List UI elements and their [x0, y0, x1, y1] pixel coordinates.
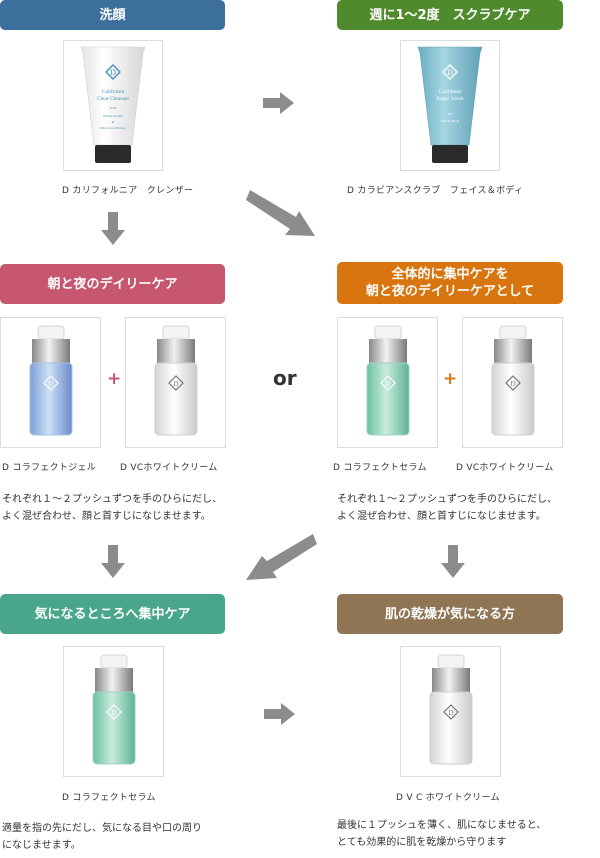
header-scrub: 週に1〜2度 スクラブケア	[337, 0, 563, 30]
vc-cream-2-logo-letter: D	[510, 380, 515, 388]
plus-icon-orange: +	[443, 369, 457, 389]
header-spot-label: 気になるところへ集中ケア	[34, 606, 190, 623]
scrub-logo-letter: D	[447, 68, 453, 77]
header-wash-label: 洗顔	[99, 7, 125, 24]
cleanser-caption: D カリフォルニア クレンザー	[62, 183, 193, 196]
header-focus-line1: 全体的に集中ケアを	[366, 266, 534, 283]
serum-caption: D コラフェクトセラム	[333, 460, 427, 473]
header-scrub-label: 週に1〜2度 スクラブケア	[369, 7, 530, 24]
gel-image: D	[0, 317, 101, 448]
header-dry: 肌の乾燥が気になる方	[337, 594, 563, 634]
cleanser-label-3: With	[110, 106, 117, 110]
serum-caption-2: D コラフェクトセラム	[62, 790, 156, 803]
dry-instructions-line1: 最後に１プッシュを薄く、肌になじませると、	[337, 817, 546, 834]
arrow-diagonal-down-left-icon	[246, 534, 318, 582]
cleanser-label-1: California	[102, 88, 125, 95]
header-daily-label: 朝と夜のデイリーケア	[47, 276, 177, 293]
header-focus-text: 全体的に集中ケアを 朝と夜のデイリーケアとして	[366, 266, 534, 300]
scrub-caption: D カラビアンスクラブ フェイス＆ボディ	[347, 183, 523, 196]
header-focus: 全体的に集中ケアを 朝と夜のデイリーケアとして	[337, 262, 563, 304]
serum-logo-letter: D	[385, 380, 390, 388]
arrow-down-icon-3	[440, 545, 466, 579]
scrub-image: D Caribbean Sugar Scrub For Face & Body	[400, 40, 500, 171]
dry-instructions: 最後に１プッシュを薄く、肌になじませると、 とても効果的に肌を乾燥から守ります	[337, 817, 546, 851]
cleanser-label-4: Whole Protein	[103, 114, 124, 118]
vc-cream-caption-2: D VCホワイトクリーム	[456, 460, 554, 473]
scrub-label-3: For	[448, 112, 454, 116]
or-label: or	[273, 366, 297, 390]
arrow-right-icon-2	[264, 703, 296, 725]
arrow-down-icon-2	[100, 545, 126, 579]
header-focus-line2: 朝と夜のデイリーケアとして	[366, 283, 534, 300]
header-daily: 朝と夜のデイリーケア	[0, 264, 225, 304]
vc-cream-image: D	[125, 317, 226, 448]
vc-cream-caption-3: D V C ホワイトクリーム	[396, 790, 500, 803]
daily-instructions: それぞれ１〜２プッシュずつを手のひらにだし、 よく混ぜ合わせ、顔と首すじになじま…	[2, 491, 222, 525]
focus-instructions-line2: よく混ぜ合わせ、顔と首すじになじませます。	[337, 508, 557, 525]
focus-instructions: それぞれ１〜２プッシュずつを手のひらにだし、 よく混ぜ合わせ、顔と首すじになじま…	[337, 491, 557, 525]
header-wash: 洗顔	[0, 0, 225, 30]
vc-cream-3-logo-letter: D	[448, 709, 453, 717]
daily-instructions-line1: それぞれ１〜２プッシュずつを手のひらにだし、	[2, 491, 222, 508]
serum-image: D	[337, 317, 438, 448]
vc-cream-image-2: D	[462, 317, 563, 448]
cleanser-image: D California Clear Cleanser With Whole P…	[63, 40, 163, 171]
spot-instructions: 適量を指の先にだし、気になる目や口の周り になじませます。	[2, 820, 202, 854]
scrub-label-4: Face & Body	[441, 119, 460, 123]
vc-cream-image-3: D	[400, 646, 501, 777]
plus-icon: +	[107, 369, 121, 389]
scrub-label-1: Caribbean	[439, 89, 462, 95]
serum-2-logo-letter: D	[111, 709, 116, 717]
focus-instructions-line1: それぞれ１〜２プッシュずつを手のひらにだし、	[337, 491, 557, 508]
arrow-down-icon	[100, 212, 126, 246]
cleanser-label-5: &	[112, 120, 115, 124]
dry-instructions-line2: とても効果的に肌を乾燥から守ります	[337, 834, 546, 851]
gel-caption: D コラフェクトジェル	[2, 460, 96, 473]
daily-instructions-line2: よく混ぜ合わせ、顔と首すじになじませます。	[2, 508, 222, 525]
header-dry-label: 肌の乾燥が気になる方	[385, 606, 515, 623]
arrow-right-icon	[263, 92, 295, 114]
spot-instructions-line1: 適量を指の先にだし、気になる目や口の周り	[2, 820, 202, 837]
serum-image-2: D	[63, 646, 164, 777]
header-spot: 気になるところへ集中ケア	[0, 594, 225, 634]
gel-logo-letter: D	[48, 380, 53, 388]
scrub-label-2: Sugar Scrub	[436, 96, 463, 102]
cleanser-label-2: Clear Cleanser	[97, 96, 130, 102]
vc-cream-caption: D VCホワイトクリーム	[120, 460, 218, 473]
cleanser-logo-letter: D	[110, 68, 116, 77]
cleanser-label-6: Olive Leaf Extract	[100, 126, 126, 130]
vc-cream-logo-letter: D	[173, 380, 178, 388]
spot-instructions-line2: になじませます。	[2, 837, 202, 854]
arrow-diagonal-down-right-icon	[246, 190, 316, 238]
